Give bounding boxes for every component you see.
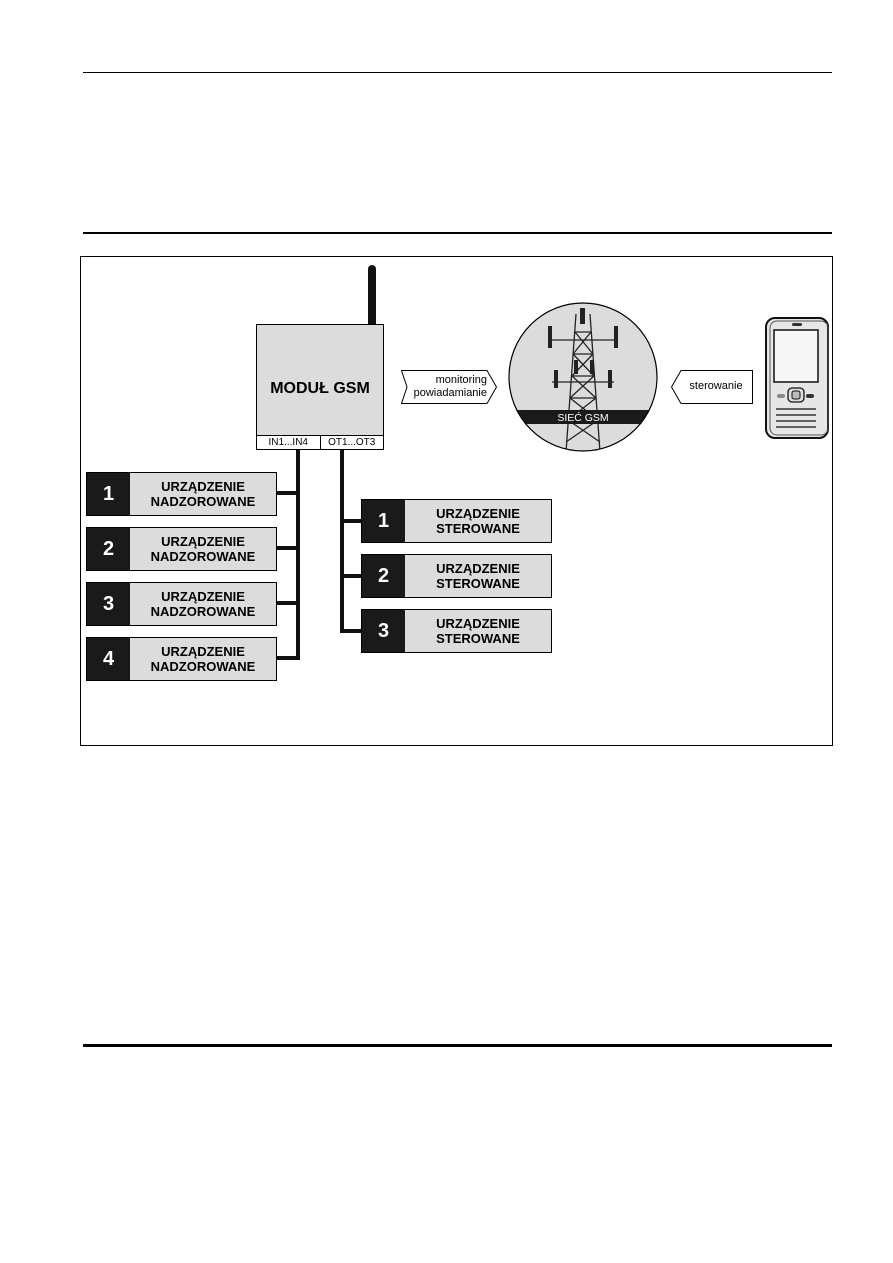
device-label-line2: NADZOROWANE bbox=[150, 549, 256, 564]
supervised-device-1: 1 URZĄDZENIE NADZOROWANE bbox=[86, 472, 277, 516]
device-label-line2: STEROWANE bbox=[436, 576, 520, 591]
device-label-line2: NADZOROWANE bbox=[150, 659, 256, 674]
section-rule-top bbox=[83, 232, 832, 234]
device-label-line1: URZĄDZENIE bbox=[161, 479, 245, 494]
device-label-line2: STEROWANE bbox=[436, 631, 520, 646]
module-title: MODUŁ GSM bbox=[270, 380, 370, 397]
device-number: 2 bbox=[87, 528, 130, 570]
header-rule bbox=[83, 72, 832, 73]
device-number: 2 bbox=[362, 555, 405, 597]
mobile-phone-icon bbox=[765, 317, 829, 439]
arrow-left-icon bbox=[671, 370, 753, 404]
device-label-line1: URZĄDZENIE bbox=[161, 534, 245, 549]
supervised-device-3: 3 URZĄDZENIE NADZOROWANE bbox=[86, 582, 277, 626]
arrow-right-icon bbox=[401, 370, 497, 404]
device-number: 1 bbox=[87, 473, 130, 515]
device-number: 3 bbox=[87, 583, 130, 625]
control-label: sterowanie bbox=[689, 380, 743, 392]
gsm-tower-icon: SIEĆ GSM bbox=[508, 302, 658, 452]
input-wire-2 bbox=[276, 546, 300, 550]
device-label-line1: URZĄDZENIE bbox=[436, 616, 520, 631]
device-number: 4 bbox=[87, 638, 130, 680]
port-inputs: IN1...IN4 bbox=[268, 437, 308, 448]
input-bus-vertical bbox=[296, 450, 300, 660]
monitoring-arrow: monitoring powiadamianie bbox=[401, 370, 497, 404]
output-wire-3 bbox=[340, 629, 362, 633]
controlled-device-3: 3 URZĄDZENIE STEROWANE bbox=[361, 609, 552, 653]
input-wire-1 bbox=[276, 491, 300, 495]
gsm-module: MODUŁ GSM bbox=[256, 324, 384, 450]
output-wire-1 bbox=[340, 519, 362, 523]
section-rule-bottom bbox=[83, 1044, 832, 1047]
figure-frame bbox=[80, 256, 833, 746]
controlled-device-2: 2 URZĄDZENIE STEROWANE bbox=[361, 554, 552, 598]
device-label-line2: NADZOROWANE bbox=[150, 494, 256, 509]
network-label: SIEĆ GSM bbox=[557, 411, 608, 424]
device-number: 3 bbox=[362, 610, 405, 652]
input-wire-3 bbox=[276, 601, 300, 605]
device-label-line1: URZĄDZENIE bbox=[161, 589, 245, 604]
module-ports: IN1...IN4 OT1...OT3 bbox=[256, 435, 384, 450]
supervised-device-4: 4 URZĄDZENIE NADZOROWANE bbox=[86, 637, 277, 681]
supervised-device-2: 2 URZĄDZENIE NADZOROWANE bbox=[86, 527, 277, 571]
device-label-line2: NADZOROWANE bbox=[150, 604, 256, 619]
device-label-line2: STEROWANE bbox=[436, 521, 520, 536]
output-bus-vertical bbox=[340, 450, 344, 633]
output-wire-2 bbox=[340, 574, 362, 578]
controlled-device-1: 1 URZĄDZENIE STEROWANE bbox=[361, 499, 552, 543]
monitoring-label-2: powiadamianie bbox=[413, 387, 487, 399]
device-label-line1: URZĄDZENIE bbox=[161, 644, 245, 659]
monitoring-label-1: monitoring bbox=[435, 374, 487, 386]
input-wire-4 bbox=[276, 656, 300, 660]
device-label-line1: URZĄDZENIE bbox=[436, 506, 520, 521]
device-label-line1: URZĄDZENIE bbox=[436, 561, 520, 576]
control-arrow: sterowanie bbox=[671, 370, 753, 404]
antenna-icon bbox=[368, 265, 376, 327]
device-number: 1 bbox=[362, 500, 405, 542]
port-outputs: OT1...OT3 bbox=[319, 436, 384, 449]
